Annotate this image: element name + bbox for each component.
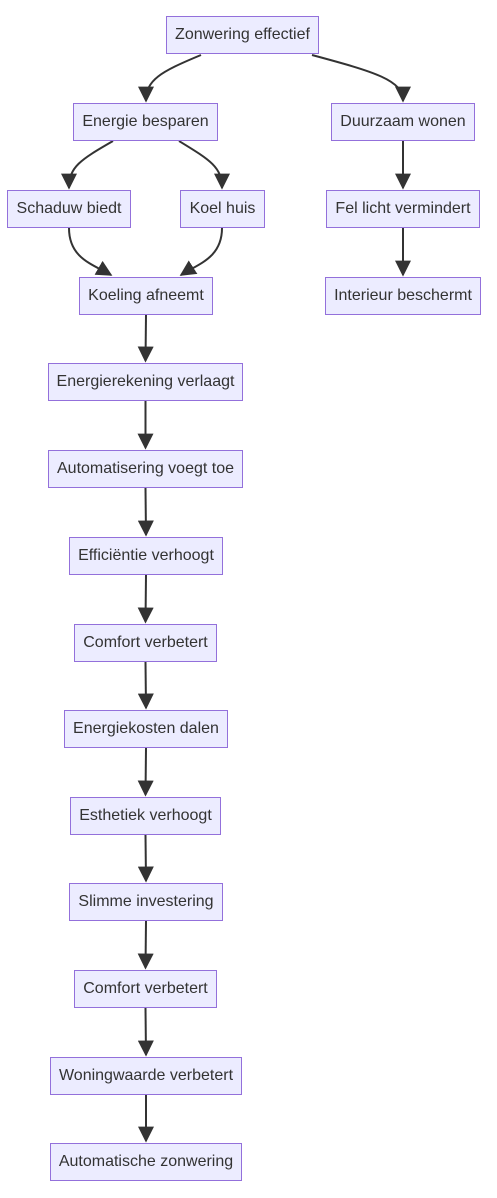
node-energiekosten-dalen: Energiekosten dalen — [64, 710, 228, 748]
edge-n13-n14 — [137, 747, 154, 797]
node-comfort-verbetert-1: Comfort verbetert — [74, 624, 217, 662]
node-interieur-beschermt: Interieur beschermt — [325, 277, 481, 315]
edge-n14-n15 — [137, 834, 154, 883]
node-fel-licht-vermindert: Fel licht vermindert — [326, 190, 480, 228]
node-koel-huis: Koel huis — [180, 190, 265, 228]
edge-n15-n16 — [137, 920, 154, 970]
edge-n11-n12 — [137, 574, 154, 624]
node-woningwaarde-verbetert: Woningwaarde verbetert — [50, 1057, 242, 1095]
node-efficientie-verhoogt: Efficiëntie verhoogt — [69, 537, 223, 575]
node-automatische-zonwering: Automatische zonwering — [50, 1143, 242, 1181]
node-zonwering-effectief: Zonwering effectief — [166, 16, 319, 54]
node-duurzaam-wonen: Duurzaam wonen — [331, 103, 475, 141]
edge-n2-n5 — [178, 140, 230, 190]
edge-n7-n9 — [137, 314, 154, 363]
node-automatisering-voegt-toe: Automatisering voegt toe — [48, 450, 243, 488]
edge-n5-n7 — [179, 227, 223, 276]
edge-n2-n4 — [61, 140, 114, 190]
edge-n12-n13 — [137, 661, 154, 710]
node-koeling-afneemt: Koeling afneemt — [79, 277, 213, 315]
edge-n1-n2 — [138, 54, 202, 103]
node-energierekening-verlaagt: Energierekening verlaagt — [48, 363, 243, 401]
node-esthetiek-verhoogt: Esthetiek verhoogt — [70, 797, 221, 835]
node-schaduw-biedt: Schaduw biedt — [7, 190, 131, 228]
edge-n10-n11 — [137, 487, 154, 537]
edge-n1-n3 — [311, 54, 411, 103]
node-slimme-investering: Slimme investering — [69, 883, 223, 921]
node-energie-besparen: Energie besparen — [73, 103, 218, 141]
edge-n16-n17 — [137, 1007, 154, 1057]
node-comfort-verbetert-2: Comfort verbetert — [74, 970, 217, 1008]
edge-n4-n7 — [68, 227, 113, 276]
